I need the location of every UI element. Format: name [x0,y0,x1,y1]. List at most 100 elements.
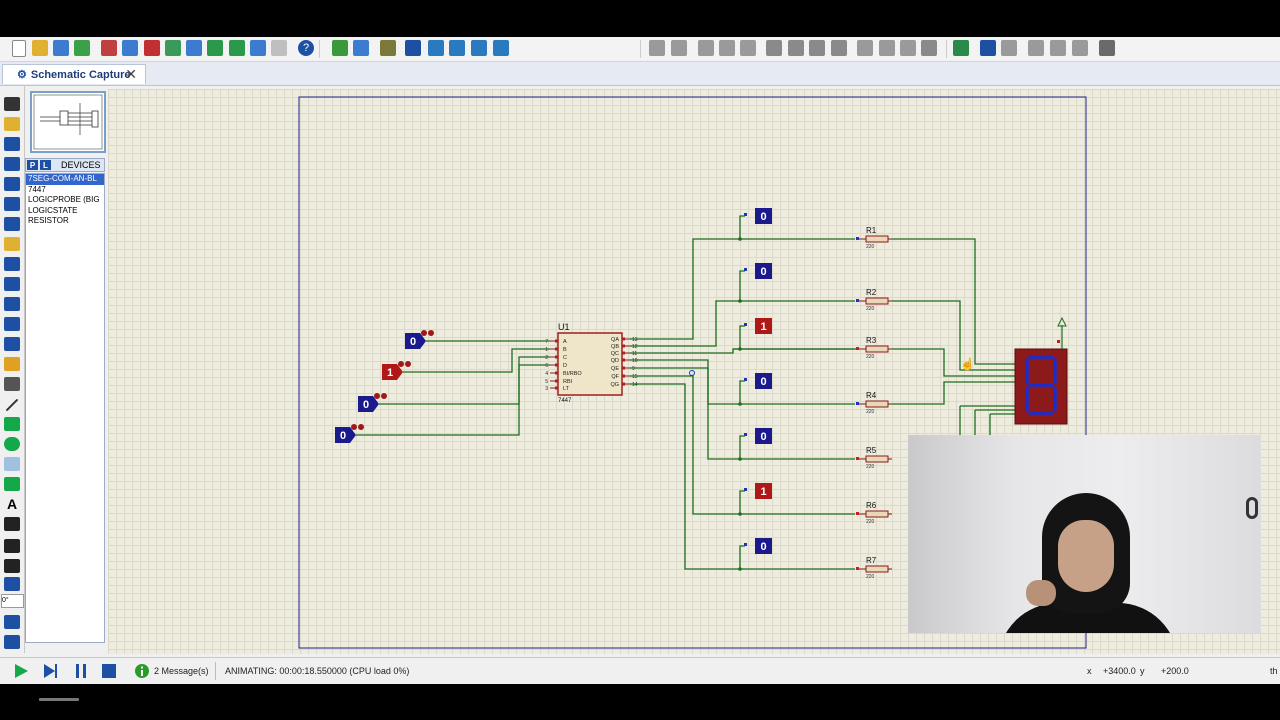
rotate-ccw-tool-icon[interactable] [4,577,20,591]
tape-tool-icon[interactable] [4,297,20,311]
device-list-scrollbar[interactable] [39,698,79,701]
bus-tool-icon[interactable] [4,197,20,211]
pick-icon[interactable] [857,40,873,56]
close-tab-icon[interactable]: ✕ [125,66,137,82]
home-icon[interactable] [101,40,117,56]
circle-tool-icon[interactable] [4,437,20,451]
overview-window[interactable] [30,91,106,153]
block-rotate-icon[interactable] [809,40,825,56]
step-button[interactable] [41,663,59,679]
copy-icon[interactable] [719,40,735,56]
decompose-icon[interactable] [921,40,937,56]
wire-autorouter-icon[interactable] [953,40,969,56]
device-item[interactable]: LOGICSTATE [28,205,78,215]
stop-button[interactable] [100,663,118,679]
help-icon[interactable]: ? [298,40,314,56]
wire-junction [738,512,742,516]
undo-icon[interactable] [649,40,665,56]
redo-icon[interactable] [671,40,687,56]
mirror-v-tool-icon[interactable] [4,635,20,649]
report-icon[interactable] [250,40,266,56]
wire-label-tool-icon[interactable] [4,157,20,171]
device-pins-tool-icon[interactable] [4,257,20,271]
resistor-body[interactable] [865,297,889,305]
origin-icon[interactable] [380,40,396,56]
virtual-instrument-tool-icon[interactable] [4,377,20,391]
terminals-tool-icon[interactable] [4,237,20,251]
tab-schematic-capture[interactable]: ⚙ Schematic Capture ✕ [2,64,146,84]
import-icon[interactable] [74,40,90,56]
box-tool-icon[interactable] [4,417,20,431]
make-device-icon[interactable] [879,40,895,56]
pick-devices-button[interactable]: P [27,160,38,170]
line-tool-icon[interactable] [5,398,19,412]
cut-icon[interactable] [698,40,714,56]
zoom-area-icon[interactable] [493,40,509,56]
new-file-icon[interactable] [12,40,26,57]
arc-tool-icon[interactable] [4,457,20,471]
logicstate-input[interactable] [335,427,356,443]
mirror-h-tool-icon[interactable] [4,615,20,629]
resistor-body[interactable] [865,400,889,408]
bom-icon[interactable] [207,40,223,56]
current-probe-tool-icon[interactable] [4,357,20,371]
zoom-fit-icon[interactable] [186,40,202,56]
device-item[interactable]: RESISTOR [28,216,69,225]
junction-tool-icon[interactable] [4,137,20,151]
rotation-angle-field[interactable]: 0° [1,594,24,608]
package-icon[interactable] [900,40,916,56]
bom-report-icon[interactable] [1099,40,1115,56]
block-move-icon[interactable] [788,40,804,56]
netlist-icon[interactable] [271,40,287,56]
back-icon[interactable] [165,40,181,56]
text-tool-icon[interactable]: A [6,496,18,512]
search-icon[interactable] [980,40,996,56]
device-item[interactable]: LOGICPROBE (BIG [28,195,100,204]
grid-icon[interactable] [353,40,369,56]
paste-icon[interactable] [740,40,756,56]
logicstate-input[interactable] [358,396,379,412]
text-script-tool-icon[interactable] [4,177,20,191]
zoom-in-icon[interactable] [428,40,444,56]
goto-sheet-icon[interactable] [1072,40,1088,56]
device-item[interactable]: 7447 [28,184,46,194]
delete-sheet-icon[interactable] [1050,40,1066,56]
resistor-body[interactable] [865,345,889,353]
property-assign-icon[interactable] [1001,40,1017,56]
resistor-body[interactable] [865,510,889,518]
block-copy-icon[interactable] [766,40,782,56]
logicstate-input[interactable] [382,364,403,380]
pan-icon[interactable] [405,40,421,56]
component-tool-icon[interactable] [4,117,20,131]
zoom-all-icon[interactable] [471,40,487,56]
logicstate-input[interactable] [405,333,426,349]
library-manager-button[interactable]: L [40,160,51,170]
resistor-body[interactable] [865,235,889,243]
resistor-body[interactable] [865,565,889,573]
resistor-body[interactable] [865,455,889,463]
save-icon[interactable] [53,40,69,56]
pause-button[interactable] [72,663,90,679]
rotate-cw-tool-icon[interactable] [4,559,20,573]
open-folder-icon[interactable] [32,40,48,56]
generator-tool-icon[interactable] [4,317,20,331]
block-delete-icon[interactable] [831,40,847,56]
selection-tool-icon[interactable] [4,97,20,111]
zoom-out-icon[interactable] [449,40,465,56]
messages-count[interactable]: 2 Message(s) [154,666,209,676]
resistor-value: 220 [866,519,875,525]
mcu-icon[interactable] [144,40,160,56]
play-button[interactable] [12,663,30,679]
marker-tool-icon[interactable] [4,539,20,553]
path-tool-icon[interactable] [4,477,20,491]
new-sheet-icon[interactable] [1028,40,1044,56]
component-icon[interactable] [122,40,138,56]
subcircuit-tool-icon[interactable] [4,217,20,231]
refresh-icon[interactable] [332,40,348,56]
graph-tool-icon[interactable] [4,277,20,291]
voltage-probe-tool-icon[interactable] [4,337,20,351]
price-icon[interactable] [229,40,245,56]
ic-7447-body[interactable] [557,332,623,396]
symbol-tool-icon[interactable] [4,517,20,531]
device-item[interactable]: 7SEG-COM-AN-BL [26,174,104,185]
